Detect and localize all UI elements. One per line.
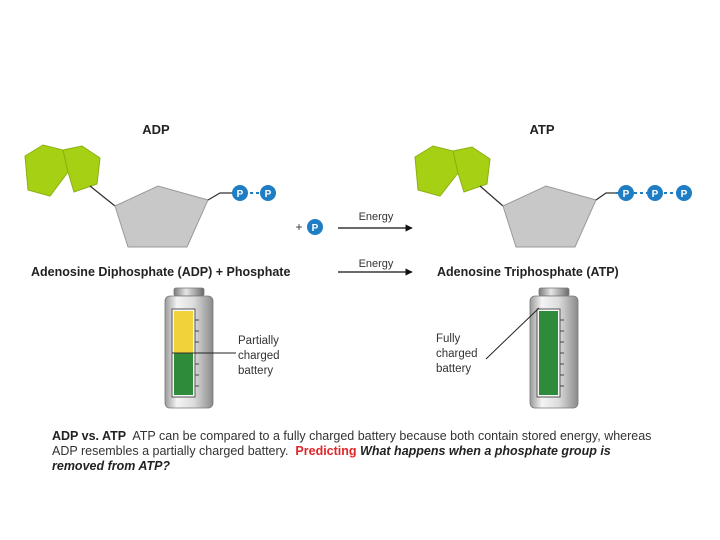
- svg-text:P: P: [237, 189, 244, 200]
- energy-label-top: Energy: [359, 211, 394, 223]
- caption-question: What happens when a phosphate group is r…: [52, 444, 611, 473]
- atp-phosphate-group: P P P: [616, 185, 694, 201]
- svg-text:P: P: [312, 223, 319, 234]
- adp-title: ADP: [142, 122, 170, 137]
- caption-predicting: Predicting: [295, 444, 357, 458]
- diagram-svg: ADP ATP P P: [24, 122, 694, 409]
- svg-text:Fully: Fully: [436, 333, 461, 345]
- adp-phosphate-group: P P: [232, 185, 276, 201]
- svg-text:battery: battery: [436, 363, 471, 375]
- svg-text:charged: charged: [238, 350, 280, 362]
- atp-ribose-sugar: [502, 185, 597, 248]
- atp-adenine-base: [414, 145, 491, 197]
- atp-battery-charge-level: [539, 311, 558, 395]
- svg-text:P: P: [265, 189, 272, 200]
- adp-battery-empty-level: [174, 311, 193, 353]
- svg-text:Partially: Partially: [238, 335, 279, 347]
- figure-caption: ADP vs. ATP ATP can be compared to a ful…: [52, 429, 652, 474]
- svg-text:P: P: [623, 189, 630, 200]
- svg-text:charged: charged: [436, 348, 478, 360]
- free-phosphate: P: [307, 219, 323, 235]
- svg-text:P: P: [681, 189, 688, 200]
- atp-battery: [485, 287, 579, 409]
- atp-battery-label: Fully charged battery: [436, 333, 478, 375]
- adp-molecule: P P: [24, 144, 276, 248]
- atp-title: ATP: [529, 122, 554, 137]
- atp-name-label: Adenosine Triphosphate (ATP): [437, 265, 619, 279]
- adp-battery-label: Partially charged battery: [238, 335, 280, 377]
- caption-heading: ADP vs. ATP: [52, 429, 127, 443]
- atp-molecule: P P P: [414, 145, 694, 248]
- adp-battery: [164, 287, 236, 409]
- energy-label-bottom: Energy: [359, 258, 394, 270]
- adp-adenine-base: [24, 144, 101, 197]
- svg-text:battery: battery: [238, 365, 273, 377]
- svg-text:P: P: [652, 189, 659, 200]
- adp-battery-charge-level: [174, 353, 193, 395]
- plus-sign: +: [295, 220, 302, 234]
- adp-ribose-sugar: [114, 185, 209, 248]
- adp-equation-label: Adenosine Diphosphate (ADP) + Phosphate: [31, 265, 290, 279]
- caption-text: ATP can be compared to a fully charged b…: [52, 429, 652, 458]
